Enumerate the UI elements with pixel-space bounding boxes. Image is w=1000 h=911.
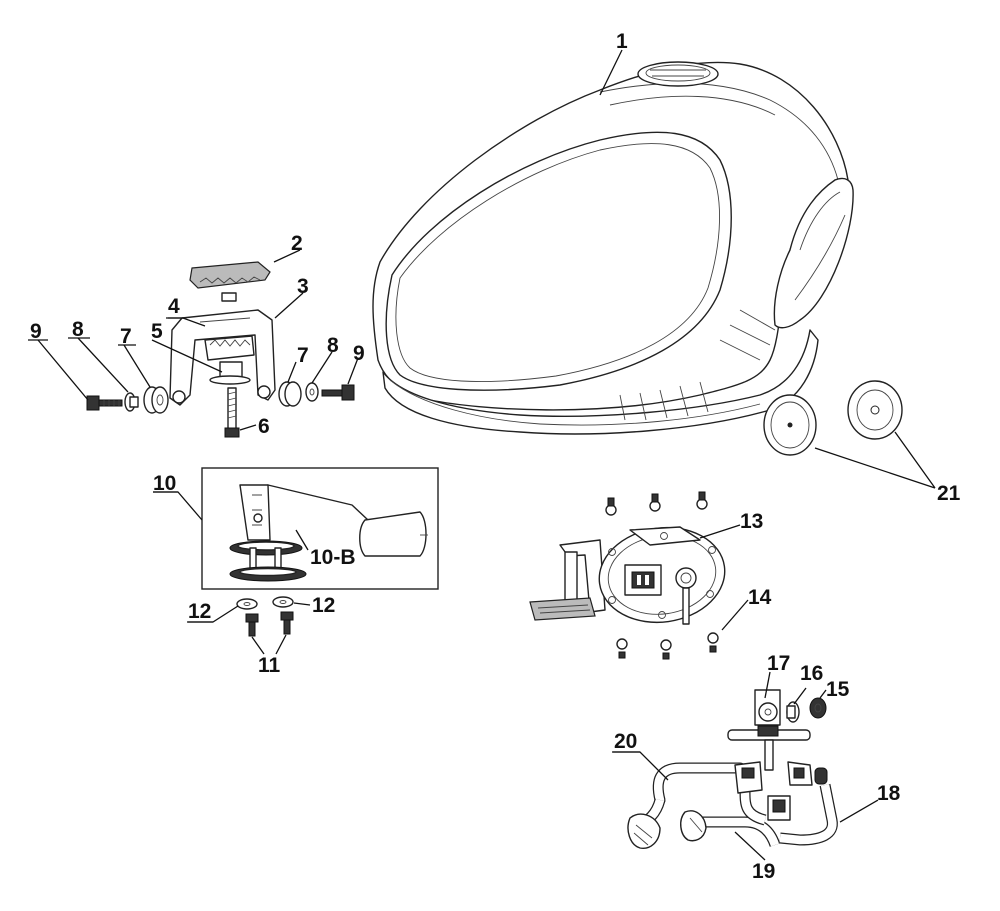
- callout-21: 21: [937, 482, 961, 505]
- fuel-line-assembly: [613, 671, 879, 861]
- leader-1: [599, 49, 623, 96]
- callout-labels: 1 2 3 4 5 6 7 7 8 8 9 9 10 10-B 11 12 12…: [30, 30, 961, 883]
- callout-10-b: 10-B: [310, 546, 356, 569]
- fuel-pump-assembly: [529, 491, 749, 660]
- callout-10: 10: [153, 472, 176, 495]
- callout-5: 5: [151, 320, 163, 343]
- callout-11: 11: [258, 654, 281, 677]
- callout-12-right: 12: [312, 594, 335, 617]
- callout-1: 1: [616, 30, 628, 53]
- callout-7-left: 7: [120, 325, 132, 348]
- callout-9-right: 9: [353, 342, 365, 365]
- callout-12-left: 12: [188, 600, 211, 623]
- callout-6: 6: [258, 415, 270, 438]
- fuel-level-sender: [153, 467, 439, 590]
- callout-16: 16: [800, 662, 823, 685]
- fuel-tank: [372, 61, 854, 435]
- callout-9-left: 9: [30, 320, 42, 343]
- callout-7-right: 7: [297, 344, 309, 367]
- callout-3: 3: [297, 275, 309, 298]
- callout-4: 4: [168, 295, 180, 318]
- callout-14: 14: [748, 586, 772, 609]
- callout-18: 18: [877, 782, 901, 805]
- callout-19: 19: [752, 860, 775, 883]
- callout-2: 2: [291, 232, 303, 255]
- callout-8-right: 8: [327, 334, 339, 357]
- grommets: [763, 380, 936, 489]
- callout-17: 17: [767, 652, 790, 675]
- callout-13: 13: [740, 510, 763, 533]
- callout-15: 15: [826, 678, 850, 701]
- callout-8-left: 8: [72, 318, 84, 341]
- mount-bracket-assembly: [37, 249, 359, 438]
- callout-20: 20: [614, 730, 637, 753]
